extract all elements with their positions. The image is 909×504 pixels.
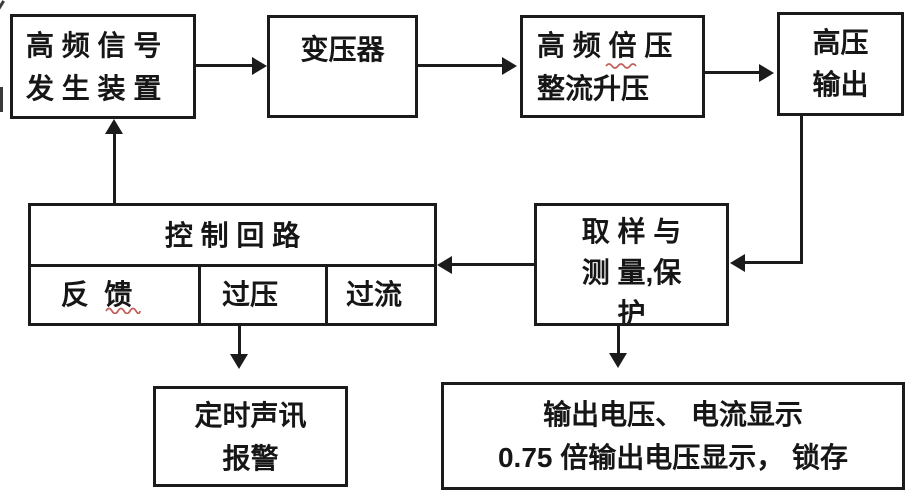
cell-overvoltage: 过压	[201, 267, 328, 323]
cell-overcurrent: 过流	[328, 267, 434, 323]
arrowhead-down-icon	[609, 353, 627, 368]
arrow-sampling-to-display	[617, 326, 620, 354]
box-label: 0.75 倍输出电压显示， 锁存	[497, 442, 849, 473]
box-label: 输出电压、 电流显示	[543, 399, 803, 430]
box-label: 整流升压	[537, 72, 650, 104]
arrowhead-left-icon	[730, 254, 745, 272]
box-transformer: 变压器	[267, 15, 418, 118]
box-label: 变压器	[300, 34, 385, 65]
arrow-hvoutput-to-sampling	[800, 116, 803, 264]
spellcheck-underline-icon	[105, 307, 141, 314]
arrow-control-to-signal	[113, 133, 116, 203]
cell-label: 过流	[345, 279, 402, 310]
arrowhead-right-icon	[759, 64, 774, 82]
control-loop-header: 控 制 回 路	[31, 206, 434, 267]
box-label: 输出	[812, 69, 869, 100]
box-label: 测 量,保	[581, 257, 682, 288]
arrow-sampling-to-control	[451, 263, 534, 266]
box-hf-signal-generator: 高 频 信 号 发 生 装 置	[10, 14, 196, 119]
box-voltage-current-display-latch: 输出电压、 电流显示 0.75 倍输出电压显示， 锁存	[441, 382, 905, 490]
box-control-loop: 控 制 回 路 反 馈 过压 过流	[28, 203, 437, 326]
arrow-control-to-alarm	[238, 326, 241, 355]
arrow-doubler-to-hvoutput	[705, 71, 761, 74]
scan-artifact	[0, 87, 3, 112]
box-label: 控 制 回 路	[164, 219, 301, 251]
box-label: 高 频 信 号	[26, 29, 162, 61]
box-hv-output: 高压 输出	[777, 12, 904, 116]
box-label: 发 生 装 置	[26, 72, 162, 104]
arrowhead-right-icon	[252, 57, 267, 75]
box-label: 报警	[222, 442, 279, 474]
arrow-signal-to-transformer	[196, 64, 254, 67]
control-loop-cells: 反 馈 过压 过流	[31, 267, 434, 323]
box-label: 高压	[812, 27, 869, 58]
box-label: 高 频 倍 压	[537, 29, 673, 61]
box-sampling-measurement-protection: 取 样 与 测 量,保 护	[534, 203, 729, 326]
arrowhead-left-icon	[437, 256, 452, 274]
scan-artifact	[0, 0, 5, 12]
arrowhead-down-icon	[230, 354, 248, 369]
arrow-hvoutput-to-sampling	[745, 261, 803, 264]
box-timed-audio-alarm: 定时声讯 报警	[153, 386, 348, 487]
box-hf-voltage-doubler-rectifier: 高 频 倍 压 整流升压	[520, 15, 705, 118]
cell-label: 反 馈	[60, 279, 133, 310]
arrowhead-up-icon	[105, 119, 123, 134]
cell-label: 过压	[221, 279, 278, 310]
box-label: 定时声讯	[194, 399, 307, 431]
arrow-transformer-to-doubler	[418, 64, 503, 67]
spellcheck-underline-icon	[605, 63, 637, 69]
arrowhead-right-icon	[502, 57, 517, 75]
box-label-clipped: 护	[617, 298, 646, 326]
box-label: 取 样 与	[581, 216, 682, 247]
cell-feedback: 反 馈	[31, 267, 201, 323]
